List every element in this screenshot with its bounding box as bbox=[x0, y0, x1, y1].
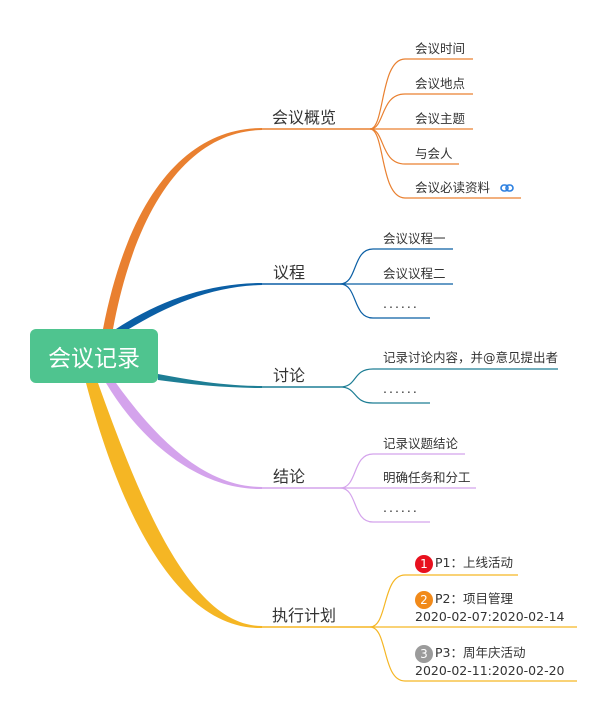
discuss-connectors bbox=[339, 368, 558, 404]
discuss-item-label: 记录讨论内容，并@意见提出者 bbox=[383, 350, 559, 365]
priority-badge: 1 bbox=[415, 554, 433, 573]
branch-plan[interactable]: 执行计划 bbox=[272, 602, 336, 626]
agenda-connectors bbox=[339, 248, 453, 319]
agenda-item-label: 会议议程二 bbox=[383, 266, 446, 281]
overview-item-label: 会议地点 bbox=[415, 76, 466, 91]
overview-item[interactable]: 与会人 bbox=[415, 143, 453, 162]
conclusion-item[interactable]: 明确任务和分工 bbox=[383, 467, 471, 486]
branch-discuss[interactable]: 讨论 bbox=[273, 362, 305, 386]
branch-ribbon-plan bbox=[86, 383, 262, 629]
overview-item[interactable]: 会议主题 bbox=[415, 108, 465, 127]
conclusion-connectors bbox=[339, 453, 476, 523]
plan-item-dates: 2020-02-07:2020-02-14 bbox=[415, 608, 565, 624]
priority-badge: 3 bbox=[415, 644, 433, 663]
plan-connectors bbox=[369, 574, 577, 682]
branch-discuss-label: 讨论 bbox=[273, 366, 306, 385]
overview-item[interactable]: 会议地点 bbox=[415, 73, 465, 92]
overview-item-label: 与会人 bbox=[415, 146, 453, 161]
overview-connectors bbox=[369, 58, 521, 199]
plan-item-title: P3：周年庆活动 bbox=[435, 645, 526, 660]
discuss-item[interactable]: ...... bbox=[383, 381, 419, 396]
conclusion-item[interactable]: ...... bbox=[383, 500, 419, 515]
overview-item-label: 会议必读资料 bbox=[415, 180, 491, 195]
conclusion-item-label: ...... bbox=[383, 500, 419, 515]
plan-item-dates: 2020-02-11:2020-02-20 bbox=[415, 662, 565, 678]
branch-plan-label: 执行计划 bbox=[272, 606, 337, 625]
branch-conclusion-label: 结论 bbox=[273, 467, 306, 486]
root-label: 会议记录 bbox=[48, 346, 140, 372]
branch-ribbon-discuss bbox=[158, 374, 262, 388]
agenda-item[interactable]: ...... bbox=[383, 296, 419, 311]
branch-ribbon-overview bbox=[103, 128, 262, 329]
overview-item[interactable]: 会议时间 bbox=[415, 38, 465, 57]
discuss-item-label: ...... bbox=[383, 381, 419, 396]
plan-item-title: P2：项目管理 bbox=[435, 591, 513, 606]
branch-overview-label: 会议概览 bbox=[272, 108, 337, 127]
overview-item-label: 会议时间 bbox=[415, 41, 466, 56]
discuss-item[interactable]: 记录讨论内容，并@意见提出者 bbox=[383, 347, 558, 366]
branch-agenda-label: 议程 bbox=[273, 263, 306, 282]
agenda-item-label: ...... bbox=[383, 296, 419, 311]
conclusion-item-label: 明确任务和分工 bbox=[383, 470, 471, 485]
branch-ribbon-conclusion bbox=[106, 383, 262, 490]
link-icon[interactable] bbox=[500, 181, 514, 196]
plan-item-title: P1：上线活动 bbox=[435, 555, 513, 570]
conclusion-item[interactable]: 记录议题结论 bbox=[383, 433, 458, 452]
overview-item[interactable]: 会议必读资料 bbox=[415, 177, 514, 196]
agenda-item-label: 会议议程一 bbox=[383, 231, 446, 246]
overview-item-label: 会议主题 bbox=[415, 111, 466, 126]
root-node[interactable]: 会议记录 bbox=[30, 329, 158, 383]
conclusion-item-label: 记录议题结论 bbox=[383, 436, 459, 451]
branch-ribbon-agenda bbox=[116, 283, 262, 332]
branch-overview[interactable]: 会议概览 bbox=[272, 104, 336, 128]
branch-conclusion[interactable]: 结论 bbox=[273, 463, 305, 487]
agenda-item[interactable]: 会议议程一 bbox=[383, 228, 446, 247]
priority-badge: 2 bbox=[415, 590, 433, 609]
branch-agenda[interactable]: 议程 bbox=[273, 259, 305, 283]
agenda-item[interactable]: 会议议程二 bbox=[383, 263, 446, 282]
